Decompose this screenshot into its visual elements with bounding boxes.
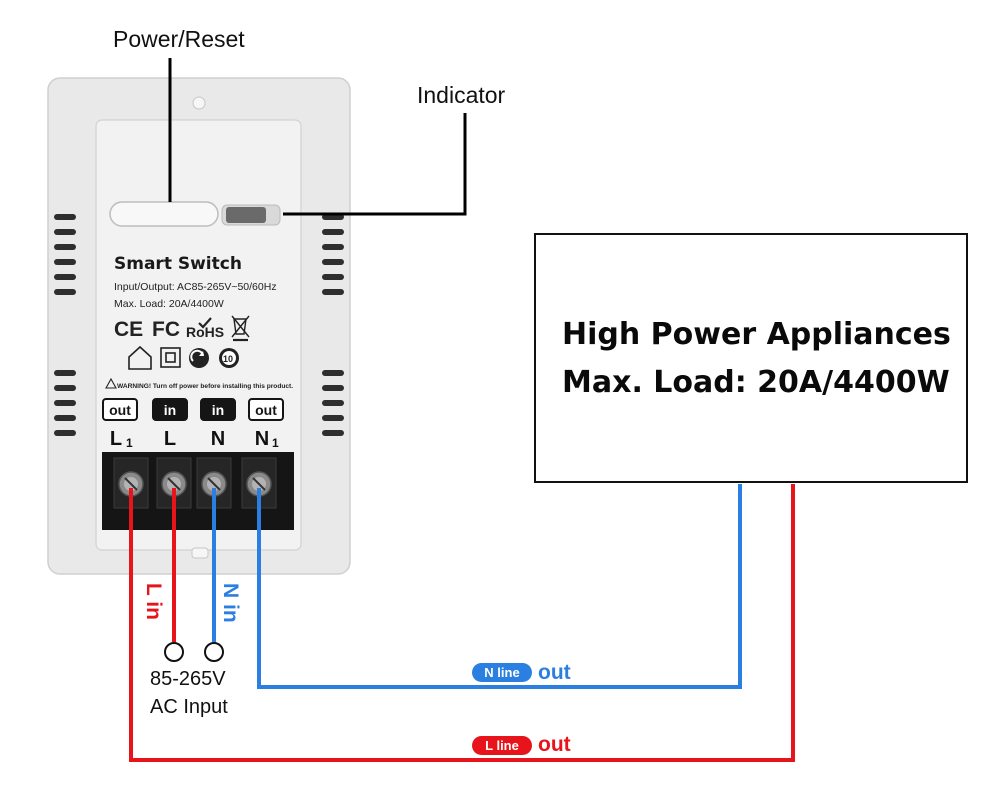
vent-slot (322, 244, 344, 250)
terminal-tag-box (200, 398, 236, 421)
recycle-icon (189, 348, 209, 368)
rohs-check-icon (198, 317, 212, 329)
terminal-screw-slot (167, 477, 181, 491)
ac-input-voltage: 85-265V (150, 668, 226, 690)
terminal-letter: L (110, 428, 122, 450)
terminal-screws (113, 457, 277, 509)
ce-mark: CE (114, 318, 143, 341)
double-insulation-icon (160, 347, 181, 368)
vent-slot (54, 274, 76, 280)
indicator-callout-line (283, 113, 467, 216)
l-line-pill (472, 736, 532, 755)
svg-text:10: 10 (223, 354, 233, 364)
power-reset-button[interactable] (109, 201, 219, 227)
mount-hole-top (192, 96, 206, 110)
terminal-letter: L (164, 428, 176, 450)
ac-input-terminal-n (204, 642, 224, 662)
terminal-letter: N (211, 428, 225, 450)
indicator-led (226, 207, 266, 223)
appliance-title: High Power Appliances (562, 317, 951, 352)
vents-right (322, 214, 344, 436)
l-line-pill-text: L line (485, 738, 519, 753)
n-line-out-tag: N line out (472, 661, 571, 684)
fcc-mark: FC (152, 318, 180, 341)
rohs-mark: RoHS (186, 324, 224, 340)
terminal-tag-box (102, 398, 138, 421)
warning-icon (105, 377, 117, 389)
vent-slot (322, 274, 344, 280)
device-spec-io: Input/Output: AC85-265V~50/60Hz (114, 281, 277, 293)
indicator-callout: Indicator (417, 82, 506, 108)
neutral-out-wire (257, 484, 742, 689)
vent-slot (54, 214, 76, 220)
vent-slot (322, 415, 344, 421)
wires (129, 484, 795, 762)
vent-slot (54, 415, 76, 421)
smart-switch-device: Smart Switch Input/Output: AC85-265V~50/… (47, 77, 351, 575)
appliance-box (534, 233, 968, 483)
vent-slot (322, 289, 344, 295)
terminal-label-1: inL (152, 398, 188, 450)
vent-slot (54, 229, 76, 235)
terminal-tag-box (152, 398, 188, 421)
vent-slot (322, 229, 344, 235)
device-warning: WARNING! Turn off power before installin… (117, 383, 293, 390)
l-line-out-tag: L line out (472, 733, 571, 756)
terminal-label-2: inN (200, 398, 236, 450)
vent-slot (322, 430, 344, 436)
vent-slot (322, 259, 344, 265)
terminal-subscript: 1 (126, 436, 133, 450)
l-line-out-text: out (538, 733, 571, 756)
vent-slot (322, 400, 344, 406)
terminal-tag-box (248, 398, 284, 421)
terminal-screw-slot (207, 477, 221, 491)
terminal-tag-text: in (212, 402, 224, 418)
vent-slot (54, 259, 76, 265)
device-spec-load: Max. Load: 20A/4400W (114, 298, 224, 310)
power-reset-callout: Power/Reset (113, 26, 245, 52)
terminal-letter: N (255, 428, 269, 450)
indoor-use-icon (128, 345, 152, 370)
appliance-max-load: Max. Load: 20A/4400W (562, 365, 950, 400)
vent-slot (322, 370, 344, 376)
vent-slot (54, 430, 76, 436)
n-line-pill-text: N line (484, 665, 519, 680)
vent-slot (54, 244, 76, 250)
terminal-tag-text: out (255, 402, 277, 418)
live-out-wire (129, 484, 795, 762)
terminal-tag-text: out (109, 402, 131, 418)
terminal-subscript: 1 (272, 436, 279, 450)
n-line-out-text: out (538, 661, 571, 684)
ac-input-terminal-l (164, 642, 184, 662)
vent-slot (54, 385, 76, 391)
ten-year-icon: 10 (219, 348, 239, 368)
terminal-screw-slot (252, 477, 266, 491)
vents-left (54, 214, 76, 436)
device-title: Smart Switch (114, 254, 242, 274)
vent-slot (54, 289, 76, 295)
live-in-label: L in (142, 583, 165, 620)
mount-slot-bottom (191, 547, 209, 559)
vent-slot (322, 385, 344, 391)
vent-slot (54, 370, 76, 376)
terminal-screw-slot (124, 477, 138, 491)
ac-input-label: AC Input (150, 696, 228, 718)
terminal-tag-text: in (164, 402, 176, 418)
neutral-in-label: N in (219, 583, 242, 623)
weee-bin-icon (231, 315, 250, 342)
vent-slot (54, 400, 76, 406)
n-line-pill (472, 663, 532, 682)
